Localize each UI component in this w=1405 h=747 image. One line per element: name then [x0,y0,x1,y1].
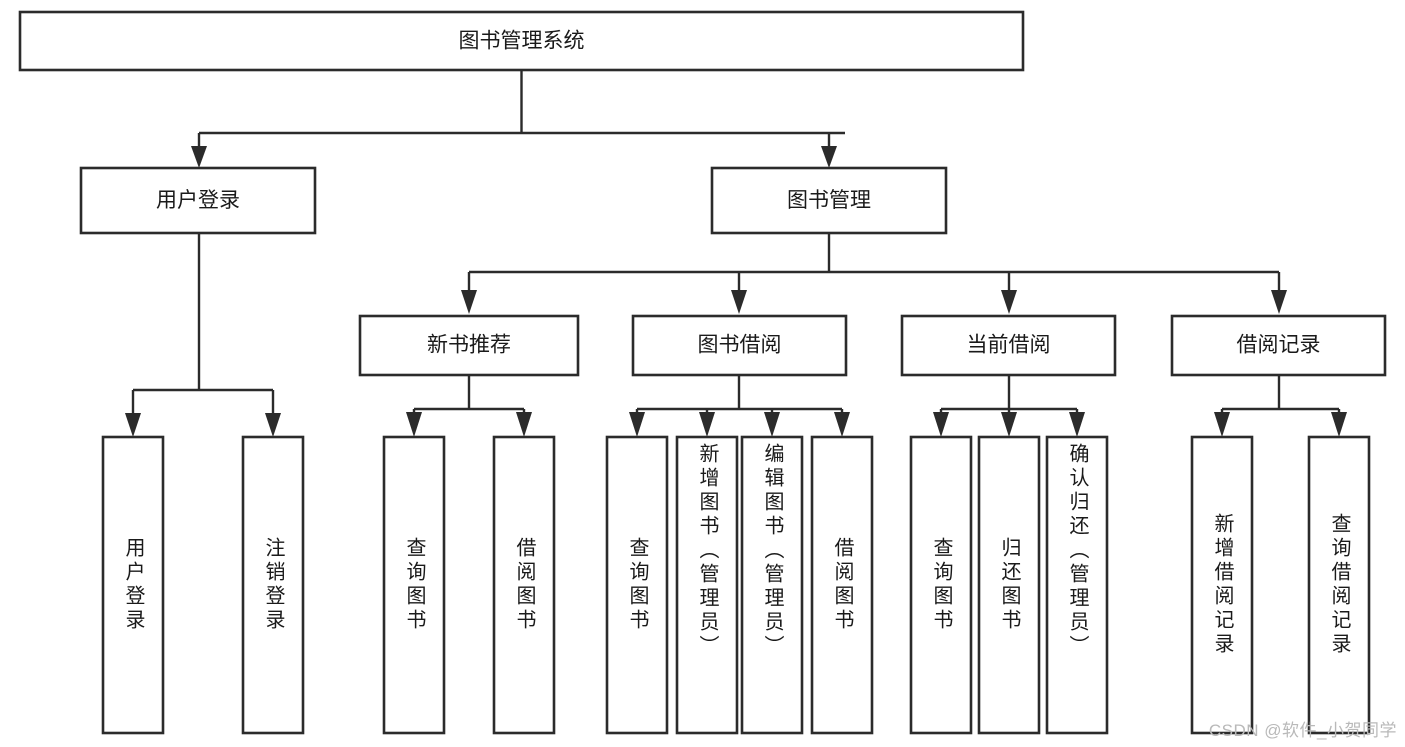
connector-currentborrow-to-leaves [933,375,1085,437]
node-root-label: 图书管理系统 [459,30,585,53]
connector-bookmgmt-to-level3 [461,233,1287,314]
node-new-book-recommend-label: 新书推荐 [427,334,511,357]
node-current-borrow-label: 当前借阅 [967,334,1051,357]
node-root[interactable]: 图书管理系统 [18,10,1025,72]
connector-newbook-to-leaves [406,375,532,437]
node-book-borrow-label: 图书借阅 [698,334,782,357]
watermark: CSDN @软件_小贺同学 [1208,721,1397,740]
node-book-management[interactable]: 图书管理 [710,166,948,235]
leaf-borrow-record-add[interactable] [1190,435,1254,735]
connector-userlogin-to-leaves [125,233,281,437]
connector-borrowrecord-to-leaves [1214,375,1347,437]
leaf-book-borrow-query[interactable] [605,435,669,735]
connector-root-to-level2 [191,70,845,168]
node-user-login-label: 用户登录 [156,189,240,212]
node-borrow-record[interactable]: 借阅记录 [1170,314,1387,377]
leaf-current-borrow-return[interactable] [977,435,1041,735]
node-borrow-record-label: 借阅记录 [1237,334,1321,357]
leaf-book-borrow-add[interactable] [675,435,739,735]
leaf-new-book-query[interactable] [382,435,446,735]
node-book-management-label: 图书管理 [787,189,871,212]
leaf-user-login-logout[interactable] [241,435,305,735]
leaf-book-borrow-borrow[interactable] [810,435,874,735]
connector-bookborrow-to-leaves [629,375,850,437]
leaf-current-borrow-confirm[interactable] [1045,435,1109,735]
node-user-login[interactable]: 用户登录 [79,166,317,235]
node-new-book-recommend[interactable]: 新书推荐 [358,314,580,377]
node-current-borrow[interactable]: 当前借阅 [900,314,1117,377]
node-book-borrow[interactable]: 图书借阅 [631,314,848,377]
leaf-new-book-borrow[interactable] [492,435,556,735]
leaf-book-borrow-edit[interactable] [740,435,804,735]
leaf-current-borrow-query[interactable] [909,435,973,735]
leaf-borrow-record-query[interactable] [1307,435,1371,735]
leaf-user-login-login[interactable] [101,435,165,735]
